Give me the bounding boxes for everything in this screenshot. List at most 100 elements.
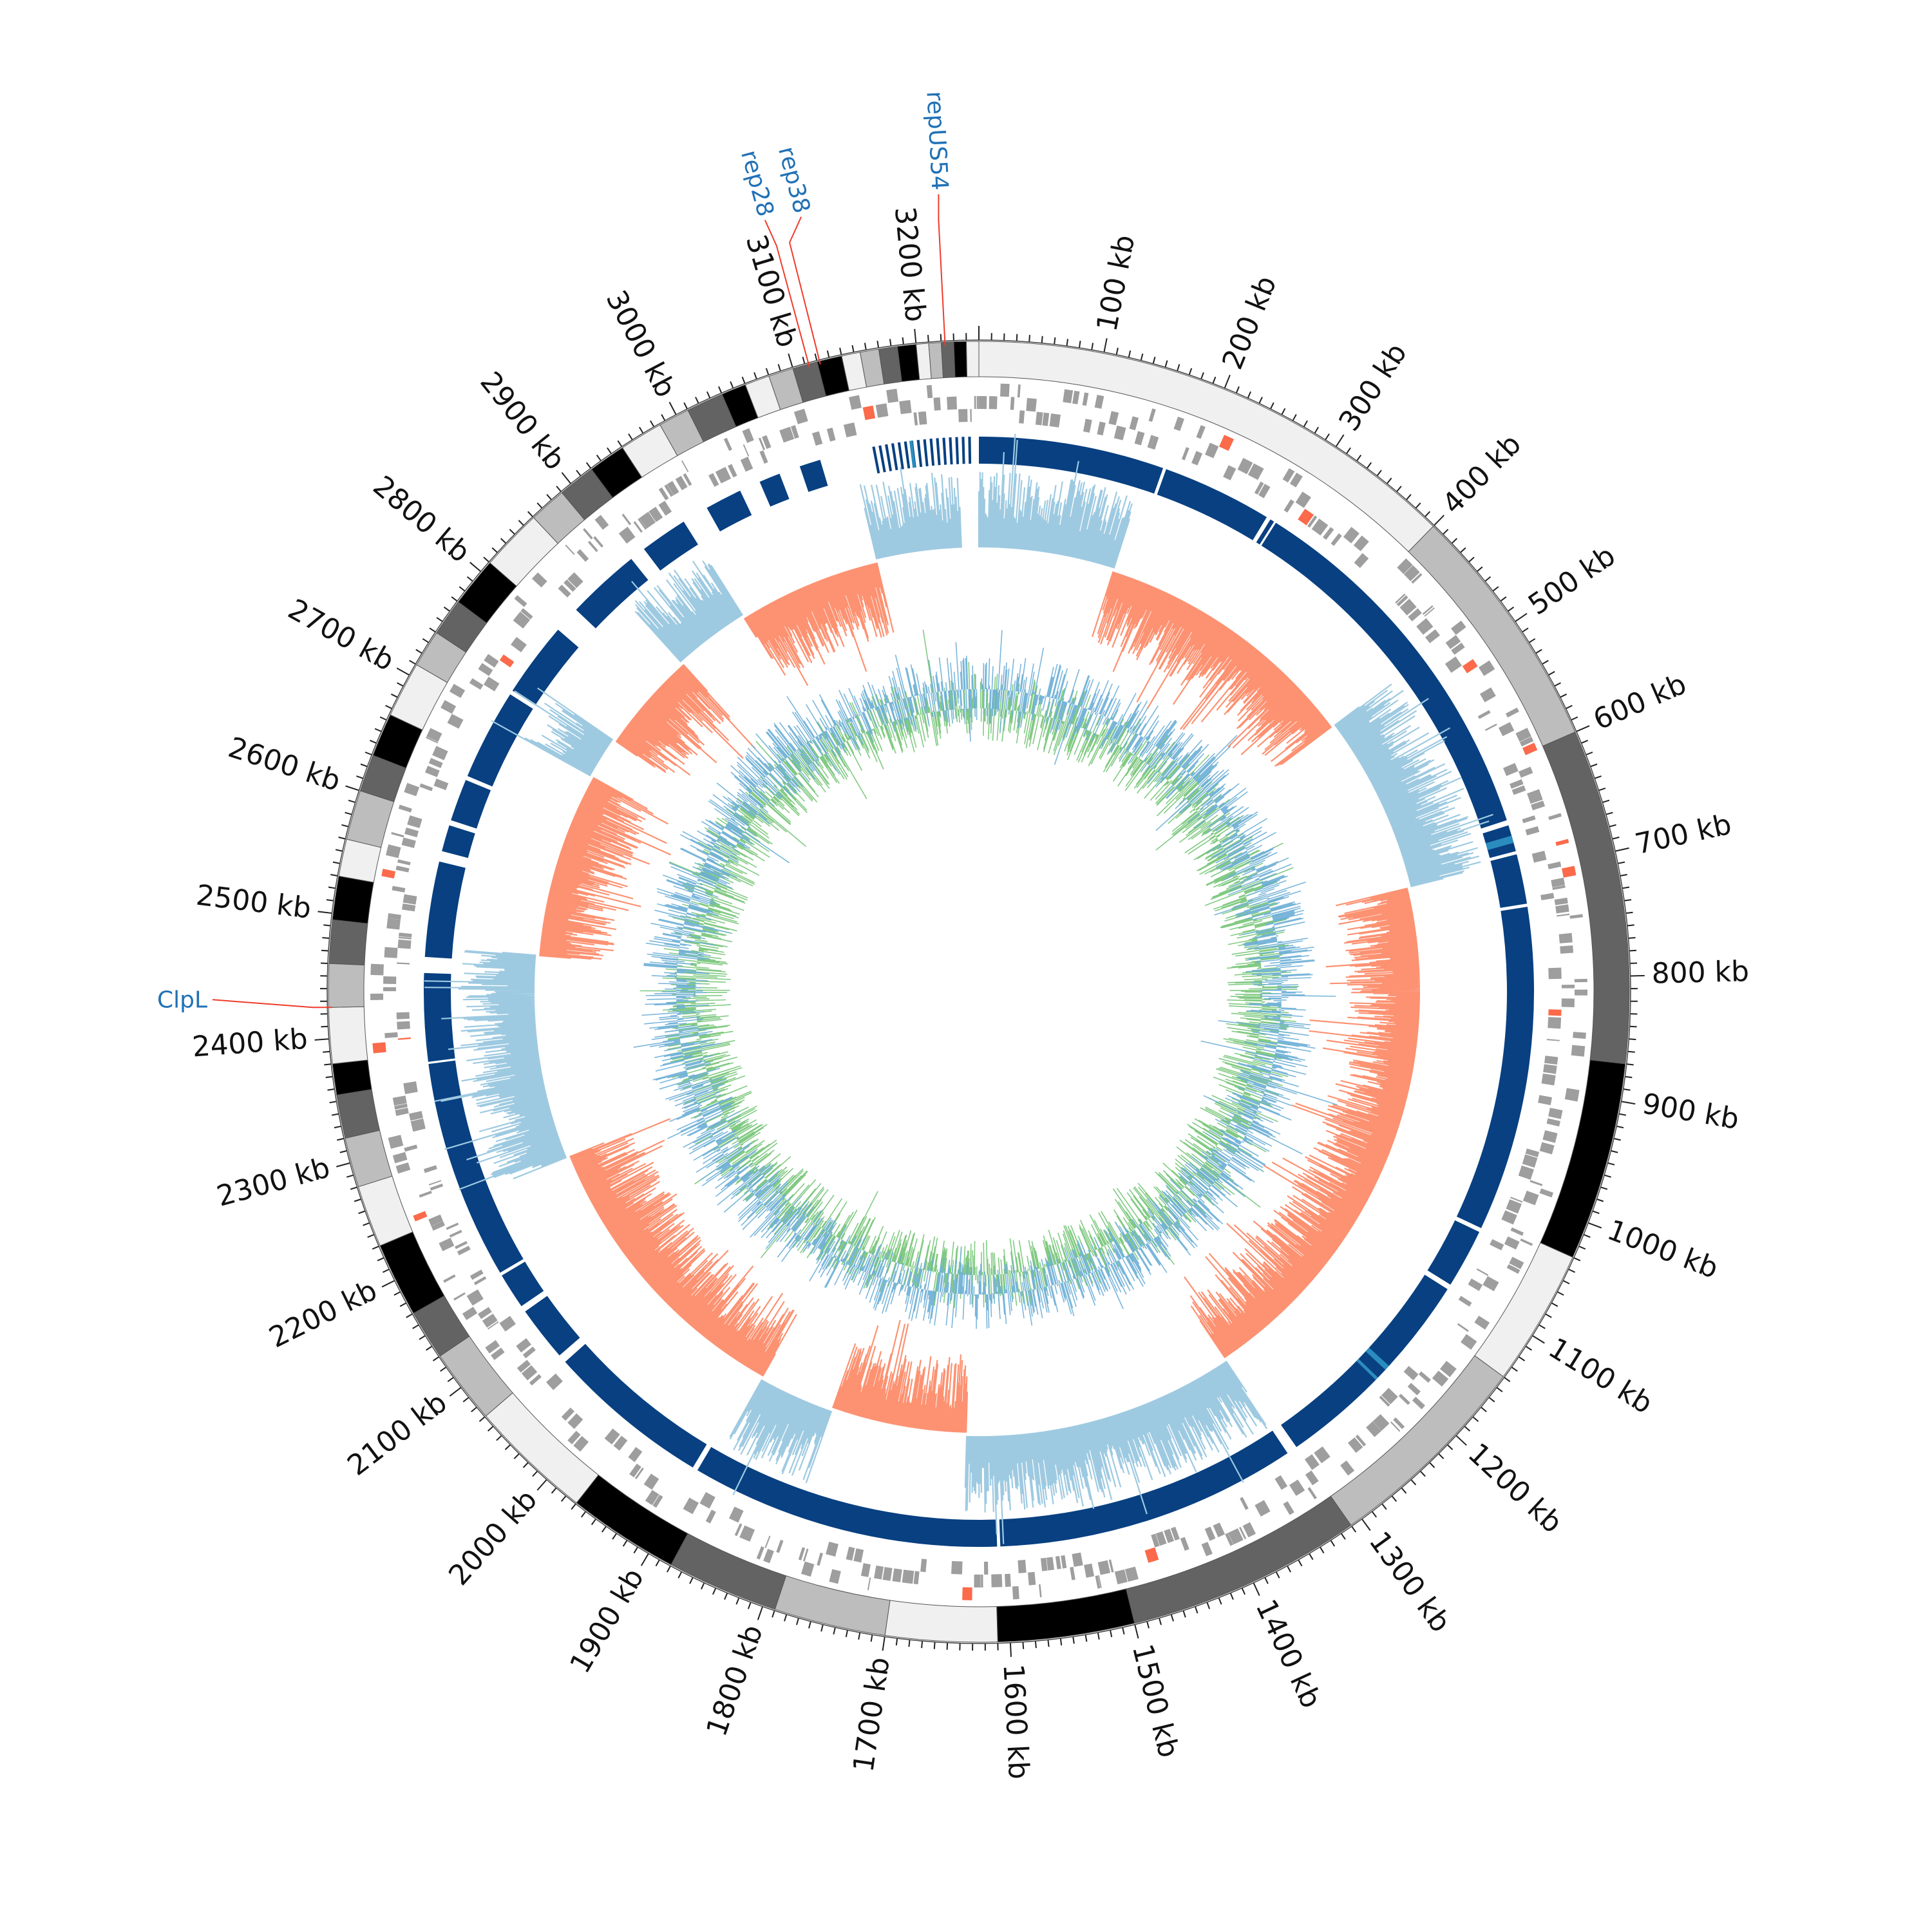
gene-feature <box>1196 425 1206 439</box>
gc-skew-segment <box>615 663 756 776</box>
gene-feature <box>413 1211 428 1222</box>
alignment-block <box>942 437 947 465</box>
scale-ticks <box>314 326 1645 1657</box>
gene-feature <box>1258 484 1271 498</box>
gene-feature <box>1170 1526 1180 1541</box>
gene-feature <box>1298 508 1314 526</box>
gc-skew-segment <box>964 1360 1268 1544</box>
gene-feature <box>370 993 384 1000</box>
alignment-block <box>576 558 649 629</box>
gene-feature <box>874 1565 884 1580</box>
gene-feature <box>1331 533 1342 546</box>
gene-feature <box>407 815 422 828</box>
gc-skew-segment <box>569 1118 797 1377</box>
alignment-block <box>909 440 916 468</box>
gene-feature <box>989 396 998 410</box>
annotation-leader-line <box>212 999 332 1009</box>
gc-skew-ring <box>424 433 1493 1544</box>
alignment-block <box>467 694 533 787</box>
gene-feature <box>397 939 412 949</box>
gene-feature <box>882 1567 893 1581</box>
gene-feature <box>764 1535 771 1548</box>
gene-feature <box>1518 1165 1534 1180</box>
gene-feature <box>1564 1088 1580 1102</box>
gc-skew-segment <box>491 687 614 777</box>
gene-feature <box>1097 1575 1102 1588</box>
gene-feature <box>1479 687 1496 703</box>
gene-feature <box>1522 1154 1538 1168</box>
gene-feature <box>658 487 669 500</box>
gene-feature <box>1399 598 1417 616</box>
gene-feature <box>521 1365 538 1381</box>
gene-feature <box>826 1541 838 1557</box>
alignment-block <box>759 473 790 507</box>
gene-feature <box>398 804 412 813</box>
gene-feature <box>1525 826 1540 836</box>
gene-feature <box>1468 1278 1483 1291</box>
gene-feature <box>1509 1256 1524 1269</box>
tick-label: 400 kb <box>1436 428 1528 520</box>
gene-feature <box>759 450 768 464</box>
gene-feature <box>918 411 927 425</box>
tick-label: 1500 kb <box>1126 1641 1185 1761</box>
gene-feature <box>1407 1383 1421 1396</box>
gene-feature <box>899 400 912 415</box>
gene-feature <box>383 976 397 984</box>
gene-feature <box>628 1446 643 1463</box>
gene-feature <box>734 1523 743 1537</box>
gene-feature <box>410 1118 426 1132</box>
gene-feature <box>397 962 410 965</box>
gene-feature <box>1560 945 1574 954</box>
gene-feature <box>802 1548 809 1562</box>
gene-feature <box>1094 395 1104 409</box>
gene-feature <box>951 1561 963 1575</box>
gene-feature <box>849 395 862 410</box>
gene-feature <box>567 572 583 589</box>
gene-feature <box>604 1428 620 1445</box>
gene-feature <box>1155 1531 1167 1546</box>
tick-label: 1000 kb <box>1603 1213 1723 1285</box>
tick-label: 3000 kb <box>600 285 683 403</box>
gene-feature <box>1180 1537 1189 1551</box>
gene-feature <box>643 1473 659 1490</box>
gene-feature <box>1412 1396 1425 1410</box>
gene-feature <box>1504 1236 1520 1250</box>
gene-feature <box>485 1340 500 1354</box>
alignment-block <box>512 629 579 706</box>
gene-feature <box>1397 558 1413 574</box>
gene-feature <box>531 572 547 588</box>
gene-feature <box>1515 728 1531 742</box>
alignment-block <box>442 825 475 858</box>
annotation-label-rep38: rep38 <box>773 144 815 216</box>
gene-feature <box>793 408 808 424</box>
gene-feature <box>715 467 732 484</box>
gc-skew-segment <box>631 560 744 663</box>
gene-feature <box>1124 1566 1139 1582</box>
alignment-block <box>1365 1347 1389 1370</box>
gene-feature <box>1113 425 1126 440</box>
gene-feature <box>1305 1470 1319 1486</box>
gene-feature <box>798 1547 806 1560</box>
gene-feature <box>1425 629 1441 643</box>
gene-feature <box>1396 595 1408 607</box>
gene-feature <box>397 1037 412 1040</box>
alignment-block <box>525 1296 580 1356</box>
gene-feature <box>983 1561 989 1575</box>
gene-feature <box>853 1548 864 1563</box>
gene-feature <box>800 1561 815 1577</box>
gene-feature <box>1012 1586 1019 1600</box>
gene-feature <box>1372 1414 1390 1431</box>
gene-feature <box>970 409 972 422</box>
annotation-label-rep28: rep28 <box>735 147 779 220</box>
gene-feature <box>484 654 499 668</box>
alignment-block <box>949 437 953 465</box>
gene-feature <box>705 1510 716 1524</box>
gc-skew-segment <box>539 777 672 960</box>
gene-feature <box>432 746 448 761</box>
gene-feature <box>1408 608 1422 621</box>
gene-feature <box>1561 998 1575 1008</box>
gene-feature <box>1462 659 1478 674</box>
alignment-block <box>916 439 923 468</box>
annotation-label-repus54: repUS54 <box>921 91 952 191</box>
gene-feature <box>1046 1557 1055 1571</box>
